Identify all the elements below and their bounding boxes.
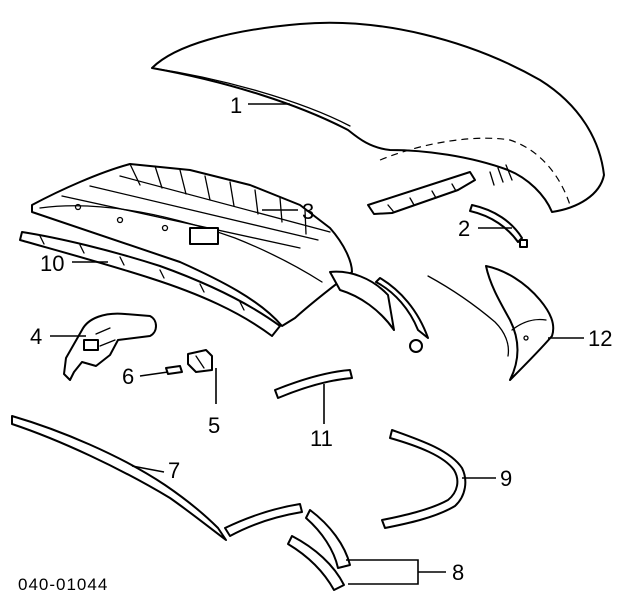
- retainer-part-11: [274, 369, 353, 399]
- weatherstrip-part-7: [11, 415, 303, 541]
- clip-part-6: [165, 365, 183, 375]
- bow-strip-part-2: [469, 204, 528, 248]
- callout-3: 3: [302, 199, 314, 224]
- callout-12: 12: [588, 326, 612, 351]
- leader-7: [131, 465, 165, 473]
- callout-5: 5: [208, 413, 220, 438]
- bracket-part-5: [187, 349, 213, 373]
- roof-panel-part-1: [151, 21, 605, 213]
- leader-8: [346, 559, 419, 585]
- diagram-code: 040-01044: [18, 575, 108, 594]
- callout-11: 11: [310, 426, 333, 451]
- latch-bracket-part-4: [63, 312, 157, 381]
- callout-8: 8: [452, 560, 464, 585]
- header-trim-piece: [367, 171, 476, 215]
- side-seal-part-9: [381, 429, 467, 529]
- callout-9: 9: [500, 466, 512, 491]
- quarter-trim-part-12: [427, 265, 555, 381]
- roof-frame-part-3: [31, 163, 429, 353]
- leader-lines: [50, 103, 584, 585]
- rear-seal-part-8: [287, 509, 351, 591]
- callout-2: 2: [458, 216, 470, 241]
- callout-6: 6: [122, 364, 134, 389]
- callout-4: 4: [30, 324, 42, 349]
- leader-6: [139, 371, 169, 377]
- callout-10: 10: [40, 251, 64, 276]
- callout-7: 7: [168, 458, 180, 483]
- callout-1: 1: [230, 93, 242, 118]
